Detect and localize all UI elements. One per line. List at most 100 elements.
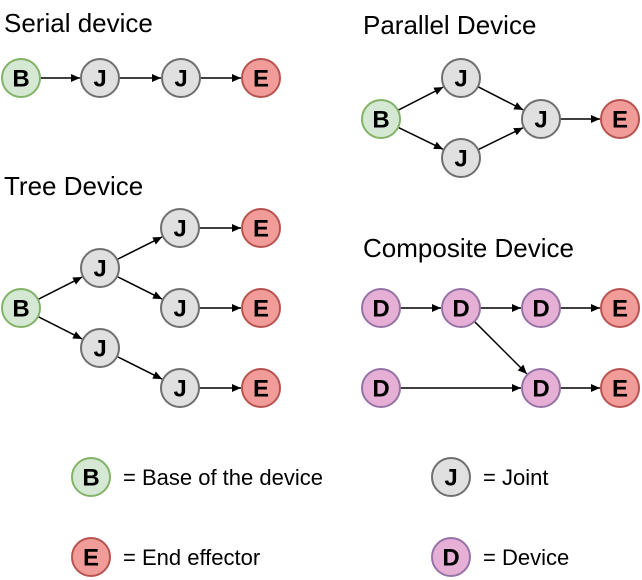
composite-node-e1-circle — [600, 288, 640, 328]
composite-node-e1-label: E — [612, 296, 628, 323]
tree-node-e3-label: E — [253, 376, 269, 403]
serial-node-e-circle — [241, 58, 281, 98]
tree-node-j4-circle — [160, 288, 200, 328]
tree-node-j3-label: J — [173, 216, 186, 243]
legend-node-device: D — [431, 537, 471, 577]
legend-node-device-label: D — [442, 545, 459, 572]
tree-node-b-circle — [1, 288, 41, 328]
tree-edge-j1-j3 — [116, 236, 163, 261]
composite-device-title: Composite Device — [363, 233, 574, 263]
parallel-node-j2-circle — [441, 138, 481, 178]
parallel-node-j1-circle — [441, 58, 481, 98]
composite-node-e2: E — [600, 368, 640, 408]
composite-node-d2-label: D — [452, 296, 469, 323]
legend-node-joint-label: J — [444, 465, 457, 492]
composite-node-d4: D — [361, 368, 401, 408]
tree-node-j5-label: J — [173, 376, 186, 403]
legend-node-joint-circle — [431, 457, 471, 497]
parallel-edge-b-j1 — [397, 86, 444, 112]
composite-node-d2: D — [441, 288, 481, 328]
parallel-edge-j1-j3 — [477, 85, 524, 111]
tree-node-e1-label: E — [253, 216, 269, 243]
tree-node-j4: J — [160, 288, 200, 328]
serial-node-e: E — [241, 58, 281, 98]
legend-text-device: = Device — [483, 545, 569, 570]
tree-node-j3-circle — [160, 208, 200, 248]
tree-edge-b-j2 — [37, 315, 83, 340]
parallel-node-b-circle — [361, 99, 401, 139]
composite-node-d1-circle — [361, 288, 401, 328]
tree-node-j1-label: J — [93, 256, 106, 283]
composite-node-d1: D — [361, 288, 401, 328]
tree-node-j5: J — [160, 368, 200, 408]
composite-node-d5-label: D — [532, 376, 549, 403]
serial-device-title: Serial device — [4, 8, 153, 38]
tree-node-e1: E — [241, 208, 281, 248]
parallel-node-j1-label: J — [454, 66, 467, 93]
legend-node-base: B — [71, 457, 111, 497]
tree-node-j2: J — [80, 328, 120, 368]
tree-node-b-label: B — [12, 296, 29, 323]
composite-node-e2-circle — [600, 368, 640, 408]
tree-node-j2-label: J — [93, 336, 106, 363]
serial-node-b: B — [1, 58, 41, 98]
serial-node-j1-label: J — [93, 66, 106, 93]
legend-text-joint: = Joint — [483, 465, 548, 490]
legend-node-end: E — [71, 537, 111, 577]
tree-node-e3-circle — [241, 368, 281, 408]
parallel-node-b-label: B — [372, 107, 389, 134]
tree-node-j5-circle — [160, 368, 200, 408]
parallel-node-j1: J — [441, 58, 481, 98]
legend-node-end-circle — [71, 537, 111, 577]
parallel-node-b: B — [361, 99, 401, 139]
tree-device-title: Tree Device — [4, 171, 143, 201]
nodes: B J J E B J J J E B J J J J J E E E D D D E D D E — [1, 58, 640, 408]
legend-text-base: = Base of the device — [123, 465, 323, 490]
legend-node-device-circle — [431, 537, 471, 577]
tree-node-e3: E — [241, 368, 281, 408]
composite-node-d3-label: D — [532, 296, 549, 323]
tree-node-j2-circle — [80, 328, 120, 368]
composite-node-d4-circle — [361, 368, 401, 408]
serial-node-b-circle — [1, 58, 41, 98]
tree-edge-b-j1 — [37, 276, 83, 301]
tree-node-e2-label: E — [253, 296, 269, 323]
serial-node-j2: J — [161, 58, 201, 98]
legend-node-base-label: B — [82, 465, 99, 492]
legend-text-end: = End effector — [123, 545, 260, 570]
tree-node-e2: E — [241, 288, 281, 328]
parallel-edge-j2-j3 — [477, 127, 524, 151]
composite-node-e2-label: E — [612, 376, 628, 403]
tree-edge-j1-j4 — [116, 275, 163, 300]
serial-node-j1: J — [80, 58, 120, 98]
tree-node-j3: J — [160, 208, 200, 248]
parallel-edge-b-j2 — [397, 126, 444, 150]
parallel-node-j2-label: J — [454, 146, 467, 173]
serial-node-j2-label: J — [174, 66, 187, 93]
parallel-node-j3-circle — [521, 99, 561, 139]
serial-node-j1-circle — [80, 58, 120, 98]
composite-edge-d2-d5 — [473, 320, 528, 375]
parallel-node-e-circle — [600, 99, 640, 139]
composite-node-d5: D — [521, 368, 561, 408]
parallel-node-j3: J — [521, 99, 561, 139]
serial-node-b-label: B — [12, 66, 29, 93]
composite-node-d2-circle — [441, 288, 481, 328]
composite-node-d1-label: D — [372, 296, 389, 323]
composite-node-d4-label: D — [372, 376, 389, 403]
composite-node-e1: E — [600, 288, 640, 328]
serial-node-e-label: E — [253, 66, 269, 93]
parallel-node-e-label: E — [612, 107, 628, 134]
tree-node-e1-circle — [241, 208, 281, 248]
tree-node-j1: J — [80, 248, 120, 288]
tree-node-j4-label: J — [173, 296, 186, 323]
legend-node-end-label: E — [83, 545, 99, 572]
legend-node-joint: J — [431, 457, 471, 497]
parallel-device-title: Parallel Device — [363, 10, 536, 40]
parallel-node-j3-label: J — [534, 107, 547, 134]
serial-node-j2-circle — [161, 58, 201, 98]
composite-node-d3-circle — [521, 288, 561, 328]
legend-node-base-circle — [71, 457, 111, 497]
